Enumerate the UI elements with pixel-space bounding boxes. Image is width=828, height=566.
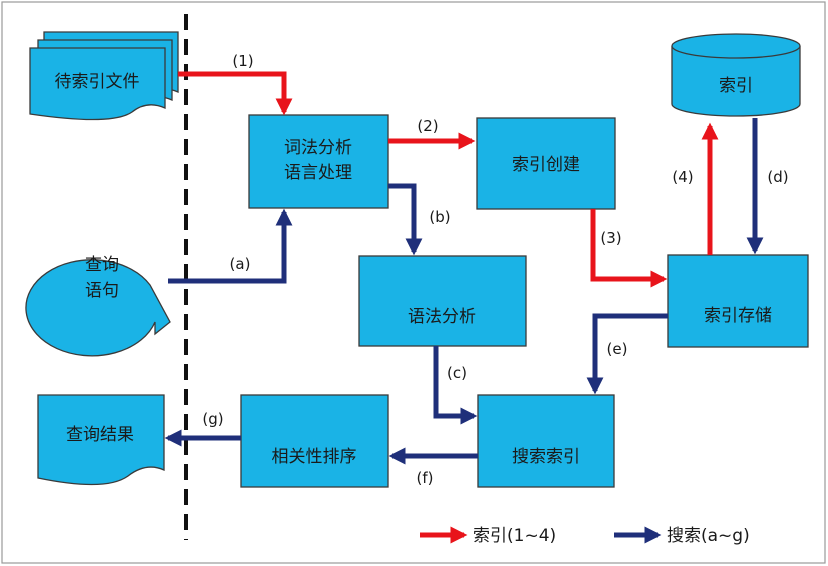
edge-b-lexer-to-grammar xyxy=(388,183,423,256)
legend-index-label: 索引(1~4) xyxy=(473,526,556,546)
node-documents-label: 待索引文件 xyxy=(55,72,140,92)
node-lexical-label-line1: 词法分析 xyxy=(284,138,352,158)
edge-label-1: (1) xyxy=(232,52,253,70)
node-documents-to-index: 待索引文件 xyxy=(29,31,179,121)
edge-e-storage-to-search xyxy=(586,313,668,395)
edge-label-e: (e) xyxy=(607,340,628,358)
node-index-storage-label: 索引存储 xyxy=(704,306,772,326)
node-query-results-label: 查询结果 xyxy=(66,425,134,445)
edge-label-b: (b) xyxy=(429,208,450,226)
node-lexical-analysis: 词法分析 语言处理 xyxy=(248,114,389,209)
edge-3-creation-to-storage xyxy=(590,209,668,288)
edge-label-g: (g) xyxy=(202,410,223,428)
edge-c-grammar-to-search xyxy=(433,346,478,425)
node-query-statement: 查询 语句 xyxy=(25,255,171,357)
node-index-database: 索引 xyxy=(671,33,801,117)
node-index-storage: 索引存储 xyxy=(667,254,809,348)
node-grammar-analysis: 语法分析 xyxy=(358,255,527,347)
legend-search-label: 搜索(a~g) xyxy=(667,526,750,546)
edge-label-4: (4) xyxy=(672,168,693,186)
node-query-label-line1: 查询 xyxy=(85,255,119,275)
node-relevance-ranking-label: 相关性排序 xyxy=(272,447,357,467)
node-query-results: 查询结果 xyxy=(37,394,165,486)
node-search-index-label: 搜索索引 xyxy=(512,447,580,467)
edge-label-a: (a) xyxy=(230,255,251,273)
edge-a-query-to-lexer xyxy=(168,208,293,284)
edge-label-2: (2) xyxy=(417,117,438,135)
edge-label-d: (d) xyxy=(767,168,788,186)
edge-label-f: (f) xyxy=(417,469,434,487)
edge-label-3: (3) xyxy=(600,229,621,247)
node-lexical-label-line2: 语言处理 xyxy=(284,163,352,183)
node-search-index: 搜索索引 xyxy=(477,394,615,488)
node-query-label-line2: 语句 xyxy=(85,281,119,301)
node-index-creation-label: 索引创建 xyxy=(512,155,580,175)
legend: 索引(1~4) 搜索(a~g) xyxy=(420,526,750,546)
edge-label-c: (c) xyxy=(447,364,467,382)
node-index-database-label: 索引 xyxy=(719,76,753,96)
node-index-creation: 索引创建 xyxy=(476,117,616,210)
edge-1-docs-to-lexer xyxy=(178,71,293,116)
node-relevance-ranking: 相关性排序 xyxy=(240,394,389,488)
node-grammar-label: 语法分析 xyxy=(408,307,476,327)
